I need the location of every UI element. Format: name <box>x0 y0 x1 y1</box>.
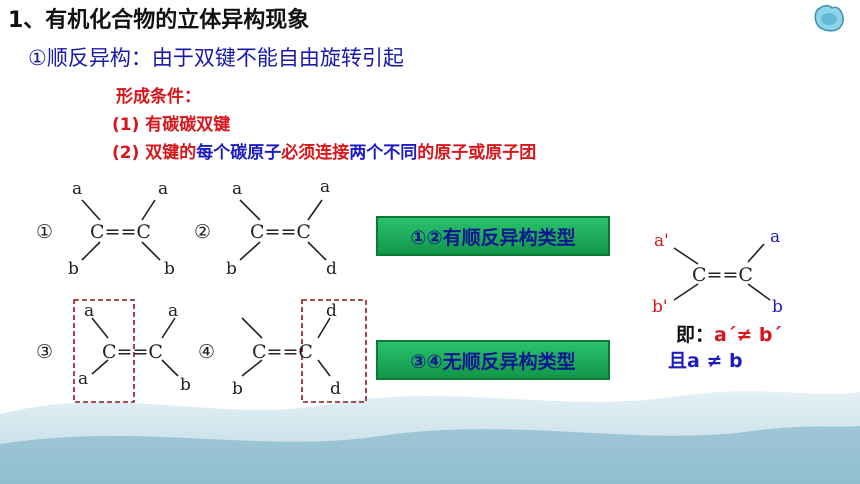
conclusion-2-prefix: 且 <box>668 350 688 372</box>
general-label-bl: b' <box>652 297 668 317</box>
dashed-box-right <box>301 299 367 403</box>
background-wave <box>0 391 860 484</box>
s2-label-br: d <box>326 259 337 279</box>
no-isomer-label: ③④无顺反异构类型 <box>410 350 576 373</box>
s1-marker: ① <box>36 221 53 243</box>
general-label-br: b <box>772 297 783 317</box>
condition-2-part-5: 的原子或原子团 <box>417 143 537 163</box>
s1-label-tl: a <box>72 179 82 199</box>
s3-formula: C==C <box>102 341 163 363</box>
conclusion-line-1: 即：a´≠ b´ <box>676 320 782 347</box>
general-formula: C==C <box>692 264 753 286</box>
condition-2-part-4: 两个不同 <box>349 143 418 163</box>
condition-2-part-1: (2) 双键的 <box>112 143 197 163</box>
s3-marker: ③ <box>36 341 53 363</box>
has-isomer-label: ①②有顺反异构类型 <box>410 226 576 249</box>
general-label-tl: a' <box>654 231 669 251</box>
s4-label-br: d <box>330 379 341 399</box>
dashed-box-left <box>73 299 135 403</box>
conclusion-1-prefix: 即： <box>676 324 715 346</box>
slide-subheading: ①顺反异构：由于双键不能自由旋转引起 <box>28 46 404 70</box>
s1-label-tr: a <box>158 179 168 199</box>
conditions-title: 形成条件： <box>116 87 201 107</box>
condition-2-part-3: 必须连接 <box>281 143 350 163</box>
s1-label-br: b <box>164 259 175 279</box>
s2-marker: ② <box>194 221 211 243</box>
s3-label-bl: a <box>78 369 88 389</box>
s2-formula: C==C <box>250 221 311 243</box>
s3-label-br: b <box>180 375 191 395</box>
structures-diagram: ① C==C ② C==C ③ C==C ④ C==C a a b b a a … <box>36 177 367 403</box>
no-isomer-badge: ③④无顺反异构类型 <box>376 340 610 380</box>
s2-label-tl: a <box>232 179 242 199</box>
slide-heading: 1、有机化合物的立体异构现象 <box>8 8 310 33</box>
has-isomer-badge: ①②有顺反异构类型 <box>376 216 610 256</box>
s1-formula: C==C <box>90 221 151 243</box>
s4-marker: ④ <box>198 341 215 363</box>
s3-label-tr: a <box>168 301 178 321</box>
condition-item-2: (2) 双键的每个碳原子必须连接两个不同的原子或原子团 <box>112 138 536 163</box>
conclusion-line-2: 且a ≠ b <box>668 346 743 373</box>
s2-label-tr: a <box>320 177 330 197</box>
s4-label-bl: b <box>232 379 243 399</box>
s3-label-tl: a <box>84 301 94 321</box>
s4-label-tr: d <box>326 301 337 321</box>
condition-item-1: (1) 有碳碳双键 <box>112 115 231 135</box>
conclusion-2-expr: a ≠ b <box>687 350 743 372</box>
general-label-tr: a <box>770 227 780 247</box>
s4-formula: C==C <box>252 341 313 363</box>
condition-2-part-2: 每个碳原子 <box>196 143 282 163</box>
s2-label-bl: b <box>226 259 237 279</box>
s1-label-bl: b <box>68 259 79 279</box>
general-structure-diagram: C==C a' b' a b <box>652 227 783 317</box>
flower-logo-icon <box>814 5 844 32</box>
conclusion-1-expr: a´≠ b´ <box>714 324 782 346</box>
